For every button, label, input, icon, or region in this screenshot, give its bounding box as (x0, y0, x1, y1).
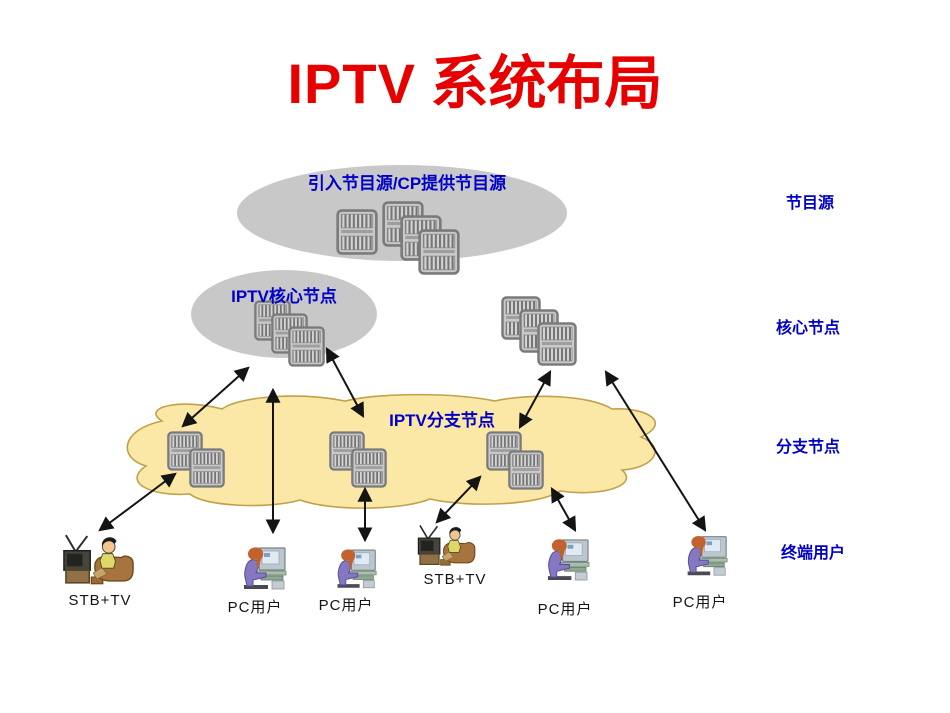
link-arrow (604, 370, 707, 532)
link-arrow (181, 366, 250, 428)
stb-tv-icon (62, 534, 135, 585)
layer-label-branch-node: 分支节点 (776, 439, 841, 456)
terminal-label-pc-user-1: PC用户 (227, 599, 283, 616)
right-server-cluster (501, 296, 577, 366)
terminal-label-pc-user-3: PC用户 (537, 601, 593, 618)
link-arrow (550, 487, 577, 532)
layer-label-core-node: 核心节点 (776, 320, 841, 337)
link-arrow (518, 370, 552, 429)
page-title-cjk: 系统布局 (415, 51, 663, 116)
link-arrow (98, 472, 177, 532)
server-icon (537, 322, 577, 366)
server-icon (288, 326, 325, 367)
server-icon (189, 448, 225, 488)
source-ellipse-label: 引入节目源/CP提供节目源 (307, 174, 507, 193)
link-arrow (435, 475, 482, 524)
terminal-label-stb-tv-2: STB+TV (423, 571, 487, 588)
stb-tv-icon (417, 524, 476, 566)
server-icon (508, 450, 544, 490)
terminal-label-stb-tv-1: STB+TV (68, 592, 132, 609)
link-arrows (98, 347, 707, 543)
layer-label-program-source: 节目源 (786, 195, 835, 212)
terminal-label-pc-user-2: PC用户 (318, 597, 374, 614)
link-arrow (325, 347, 365, 418)
layer-label-terminal-user: 终端用户 (781, 545, 846, 562)
terminal-label-pc-user-4: PC用户 (672, 594, 728, 611)
terminal-icons (62, 524, 728, 590)
pc-user-icon (243, 546, 287, 590)
pc-user-icon (336, 548, 377, 589)
pc-user-icon (547, 538, 590, 581)
page-title-latin: IPTV (287, 52, 416, 115)
server-icon (418, 229, 460, 275)
page-title: IPTV 系统布局 (0, 36, 950, 120)
server-icon (351, 448, 387, 488)
branch-cloud-label: IPTV分支节点 (389, 411, 495, 430)
server-icon (336, 209, 378, 255)
pc-user-icon (687, 535, 728, 576)
core-ellipse-label: IPTV核心节点 (231, 287, 337, 306)
